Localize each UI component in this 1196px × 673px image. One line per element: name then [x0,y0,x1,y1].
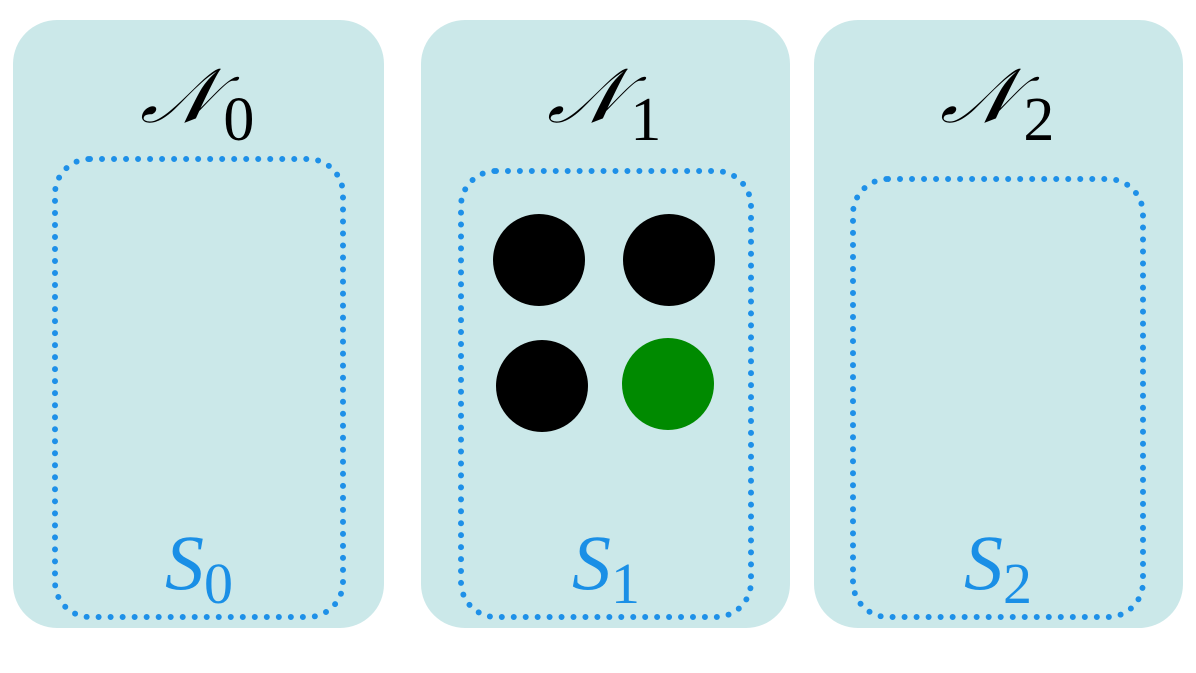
node-title-0: 𝒩0 [13,51,384,151]
subset-label-2: S2 [856,524,1140,613]
node-panel-1: 𝒩1 S1 [421,20,790,628]
element-dot [623,214,715,306]
subset-symbol: S [165,519,204,606]
node-symbol: 𝒩 [543,51,629,140]
subset-symbol: S [964,519,1003,606]
node-title-2: 𝒩2 [814,51,1183,151]
subset-box-0: S0 [52,156,346,620]
node-panel-0: 𝒩0 S0 [13,20,384,628]
node-symbol: 𝒩 [136,51,222,140]
subset-index: 1 [611,551,640,616]
node-index: 2 [1023,86,1055,154]
subset-symbol: S [572,519,611,606]
node-index: 0 [223,86,255,154]
subset-box-1: S1 [458,168,754,620]
subset-label-1: S1 [464,524,748,613]
element-dot-highlighted [622,338,714,430]
subset-index: 2 [1003,551,1032,616]
node-index: 1 [630,86,662,154]
element-dot [493,214,585,306]
node-title-1: 𝒩1 [421,51,790,151]
subset-label-0: S0 [58,524,340,613]
node-panel-2: 𝒩2 S2 [814,20,1183,628]
subset-box-2: S2 [850,176,1146,620]
element-dot [496,340,588,432]
node-symbol: 𝒩 [936,51,1022,140]
subset-index: 0 [204,551,233,616]
